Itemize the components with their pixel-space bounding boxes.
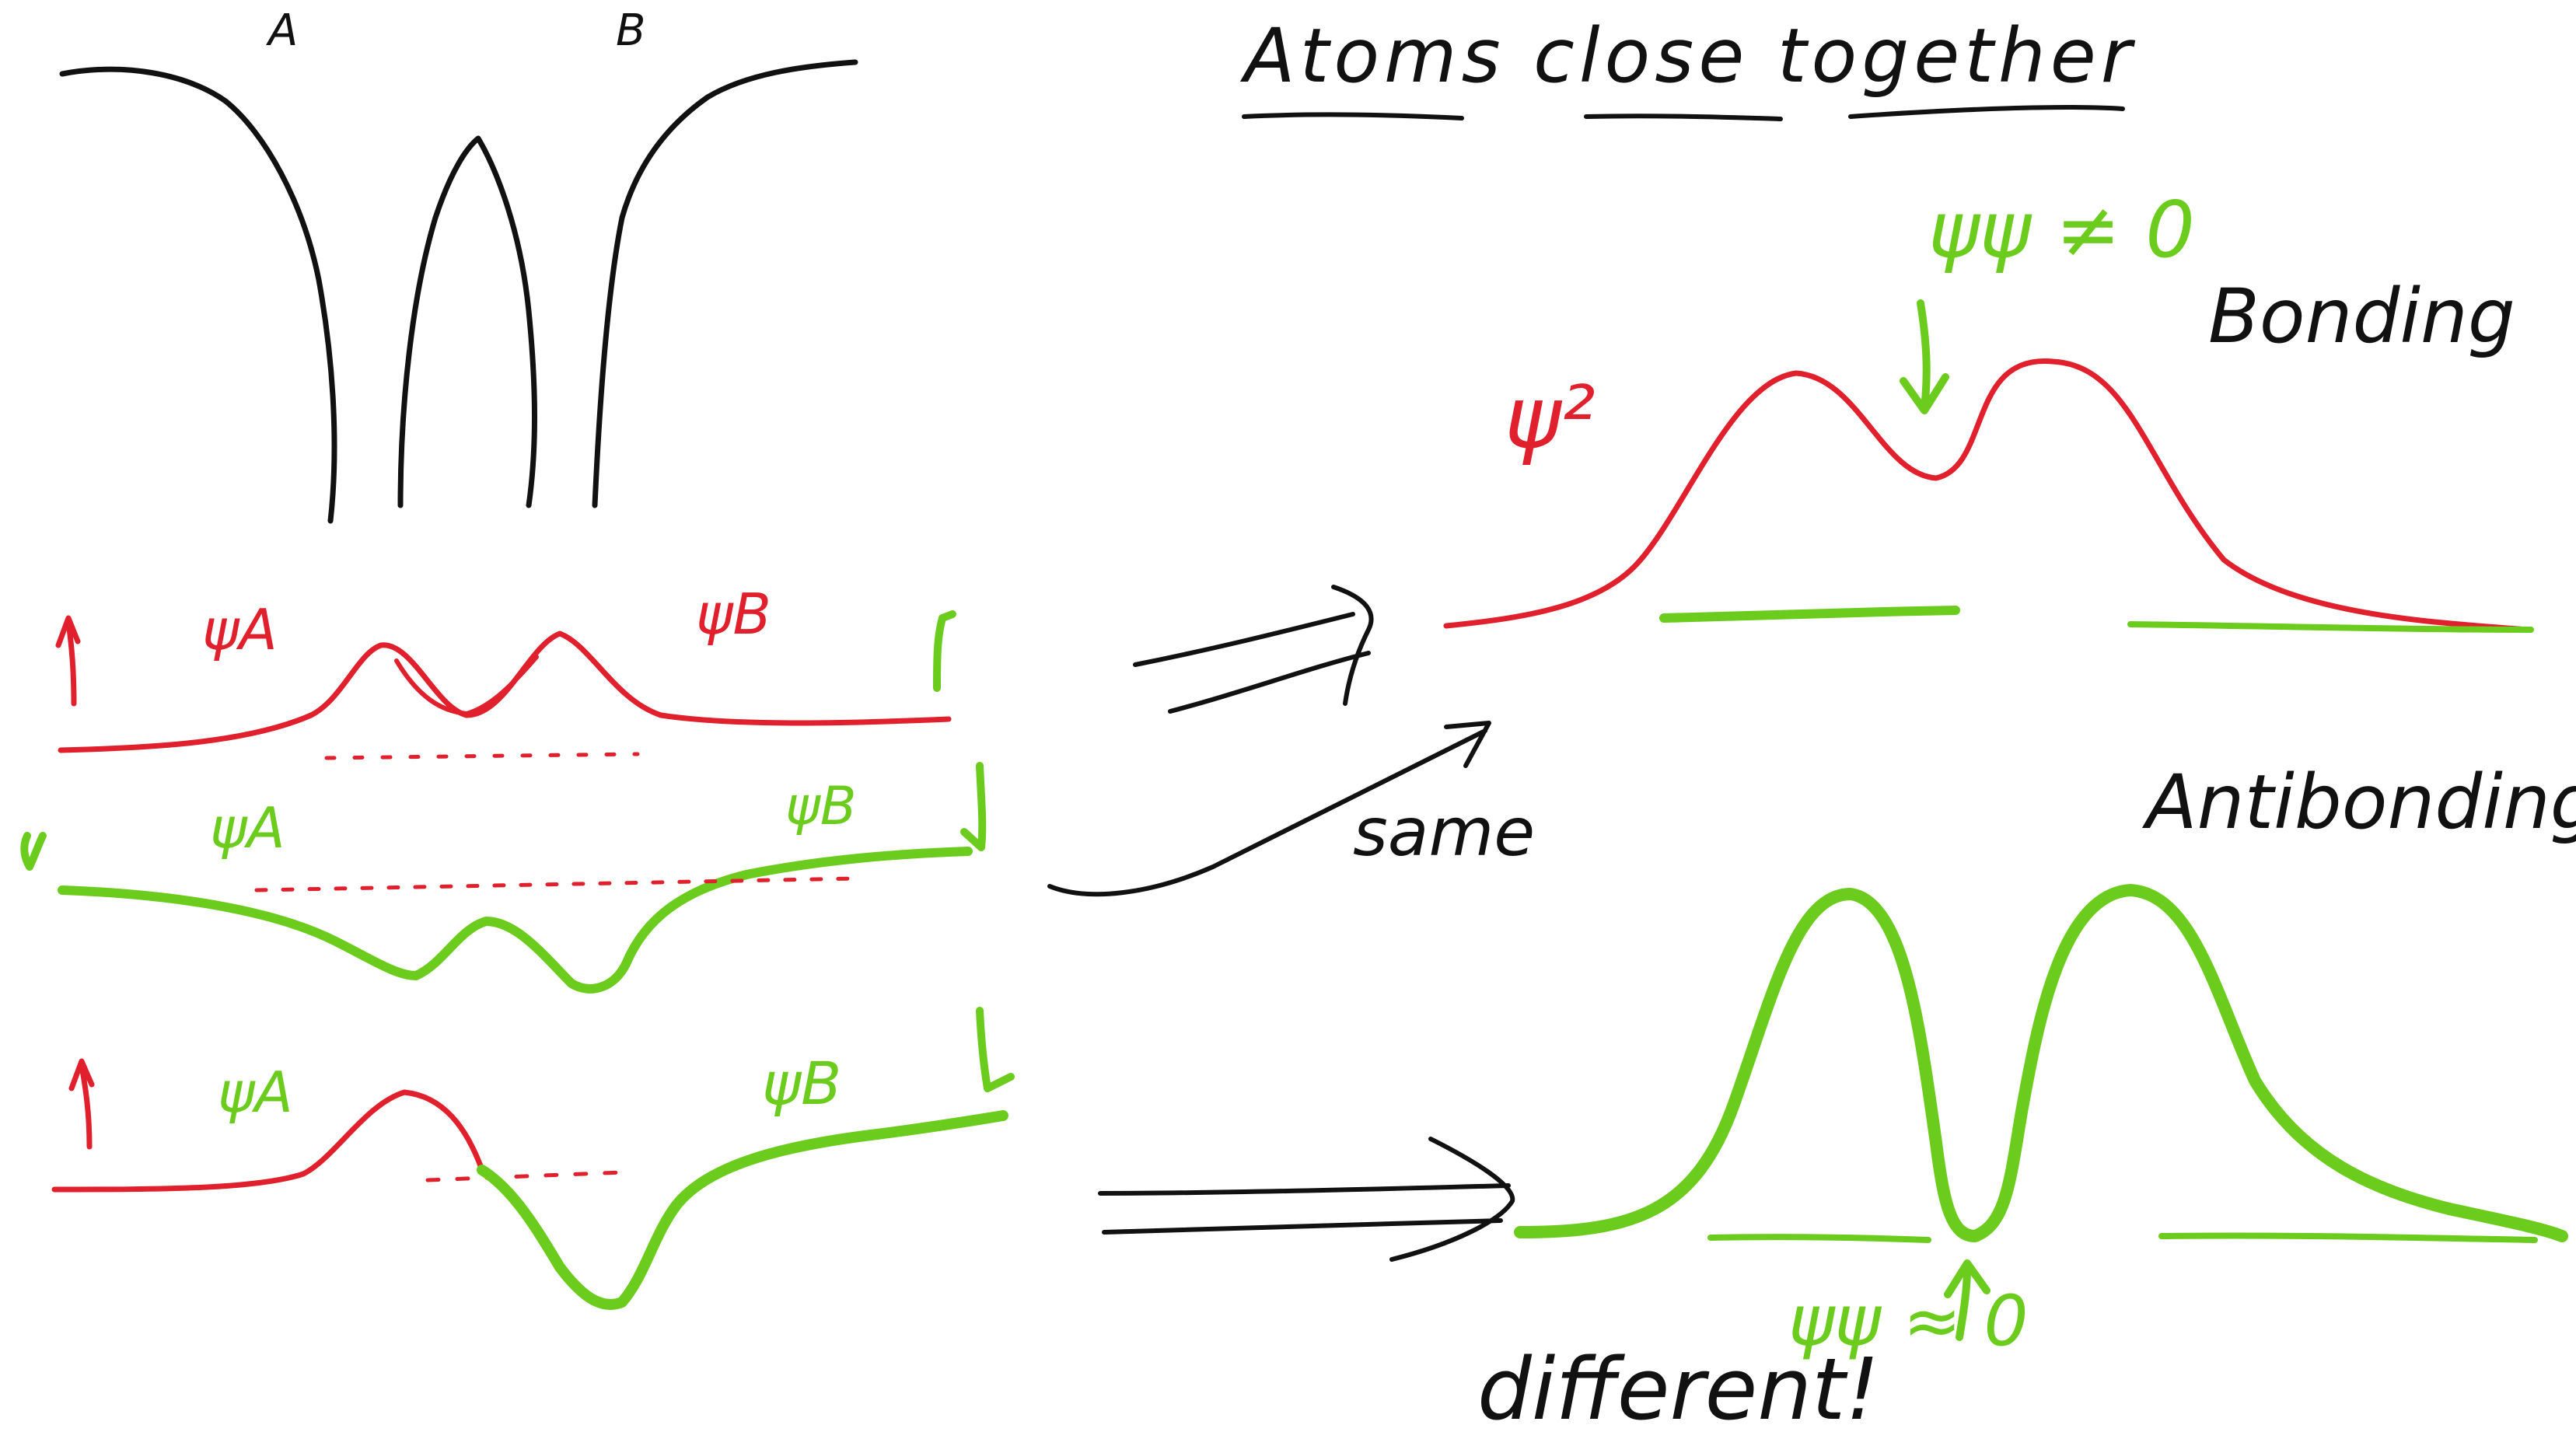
green-psi-b-label-mid: ψB: [785, 776, 857, 837]
red-baseline-dashes-3: [425, 1170, 624, 1182]
antibonding-density-curve: [1514, 884, 2568, 1242]
row-green-wavefunctions: ψA ψB: [20, 762, 987, 994]
red-arrow-up-left: [55, 615, 81, 707]
bonding-label: Bonding: [2208, 273, 2515, 360]
bonding-plot: ψ² ψψ ≠ 0 Bonding: [1443, 184, 2534, 633]
atom-a-label: A: [266, 5, 298, 56]
red-baseline-dashes: [324, 752, 640, 760]
red-wave-positive: [51, 1089, 485, 1193]
heading-underline-1: [1242, 112, 1464, 120]
same-arrow: [1047, 721, 1491, 897]
row-red-wavefunctions: ψA ψB: [55, 582, 956, 760]
overlap-zero-label: ψψ ≈ 0: [1788, 1280, 2029, 1362]
red-overlap-shading: [394, 655, 539, 716]
potential-well-diagram: A B: [59, 5, 858, 524]
arrows-group: same: [1047, 585, 1535, 1262]
antibonding-green-baseline-right: [2158, 1232, 2538, 1243]
overlap-arrow-down: [1900, 299, 1949, 414]
antibonding-label: Antibonding: [2141, 759, 2576, 846]
well-center-peak: [397, 135, 537, 508]
double-arrow-top: [1133, 585, 1374, 714]
overlap-nonzero-label: ψψ ≠ 0: [1928, 184, 2195, 275]
well-right-outer: [592, 59, 858, 508]
red-psi-a-label: ψA: [202, 597, 278, 662]
bonding-green-baseline-right: [2127, 621, 2534, 633]
red-baseline-dashes-2: [254, 876, 858, 892]
green-psi-a-label-mid: ψA: [210, 795, 285, 861]
green-psi-b-label-bot: ψB: [762, 1049, 841, 1118]
overlap-arrow-up: [1944, 1259, 1991, 1341]
atom-b-label: B: [616, 5, 645, 56]
green-arrow-down-right: [960, 762, 987, 851]
green-arrow-down-left: [20, 832, 47, 871]
heading-underline-3: [1848, 105, 2125, 119]
bonding-density-curve: [1443, 358, 2530, 633]
psi-squared-label: ψ²: [1505, 368, 1596, 467]
row-mixed-wavefunctions: ψA ψB: [51, 1007, 1015, 1310]
well-left-outer: [59, 66, 337, 524]
green-psi-a-label-bot: ψA: [218, 1060, 293, 1125]
heading-group: Atoms close together: [1239, 12, 2136, 121]
bonding-green-baseline: [1659, 606, 1960, 623]
red-psi-b-label: ψB: [696, 582, 771, 647]
heading-underline-2: [1584, 114, 1783, 121]
double-arrow-bottom: [1098, 1137, 1515, 1262]
same-label: same: [1353, 794, 1535, 871]
different-label: different!: [1477, 1339, 1879, 1439]
antibonding-green-baseline: [1707, 1234, 1931, 1243]
green-arrow-up-right-1: [933, 610, 956, 692]
antibonding-plot: Antibonding ψψ ≈ 0 different!: [1477, 759, 2576, 1439]
green-wave-negative: [477, 1110, 1008, 1310]
green-wave-curve: [58, 847, 973, 994]
green-arrow-down-right-3: [976, 1007, 1015, 1092]
heading-text: Atoms close together: [1239, 12, 2136, 100]
red-arrow-up-left-3: [68, 1058, 95, 1150]
